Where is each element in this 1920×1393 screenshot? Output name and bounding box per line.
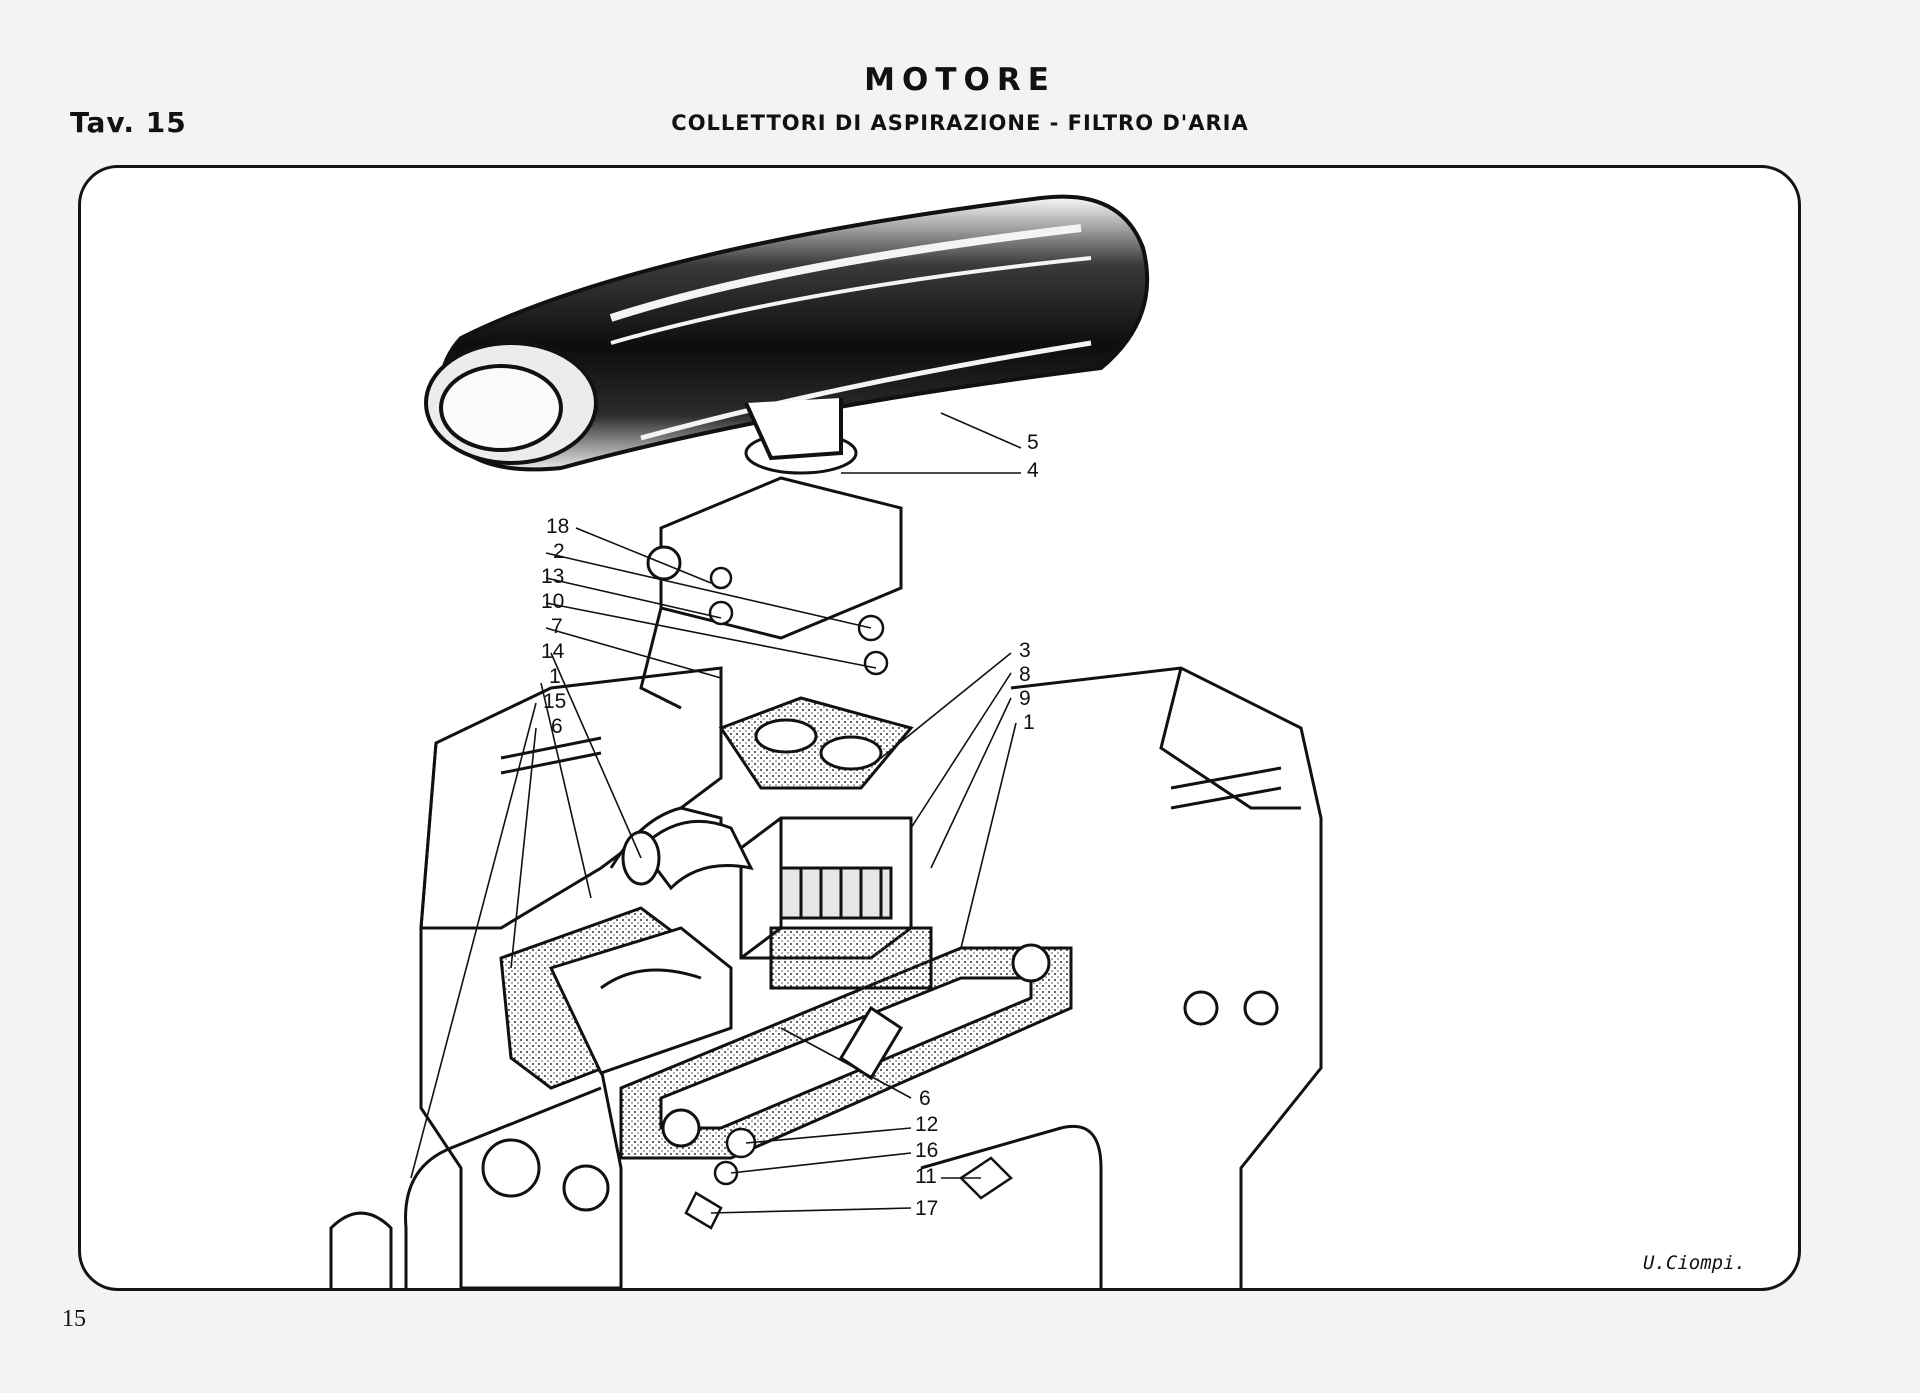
right-intake-manifold xyxy=(619,943,1073,1160)
callout-11: 11 xyxy=(915,1165,937,1188)
artist-signature: U.Ciompi. xyxy=(1643,1252,1746,1274)
callout-10: 10 xyxy=(541,590,565,613)
callout-6-lower: 6 xyxy=(919,1087,931,1110)
plate-number: Tav. 15 xyxy=(70,106,187,139)
callout-leaders xyxy=(410,412,1022,1214)
callout-7: 7 xyxy=(551,615,563,638)
callout-15: 15 xyxy=(543,690,567,713)
small-hardware xyxy=(684,566,1013,1230)
callout-14: 14 xyxy=(541,640,565,663)
carburettor-body xyxy=(739,816,933,990)
callout-8: 8 xyxy=(1019,663,1031,686)
callout-1: 1 xyxy=(549,665,561,688)
callout-1-right: 1 xyxy=(1023,711,1035,734)
engine-block xyxy=(329,666,1323,1288)
callout-6: 6 xyxy=(551,715,563,738)
callout-2: 2 xyxy=(553,540,565,563)
callout-17: 17 xyxy=(915,1197,939,1220)
air-filter xyxy=(424,194,1150,472)
callout-9: 9 xyxy=(1019,687,1031,710)
callout-13: 13 xyxy=(541,565,565,588)
illustration-frame: 5 4 18 2 13 10 7 14 1 15 6 3 8 9 1 6 12 … xyxy=(78,165,1801,1291)
exploded-engine-drawing xyxy=(329,194,1323,1288)
callout-4: 4 xyxy=(1027,459,1039,482)
callout-18: 18 xyxy=(546,515,570,538)
flange-plate xyxy=(718,696,914,790)
callout-5: 5 xyxy=(1027,431,1039,454)
diagram-subtitle: COLLETTORI DI ASPIRAZIONE - FILTRO D'ARI… xyxy=(671,111,1249,135)
page-number: 15 xyxy=(62,1306,86,1332)
diagram-title: MOTORE xyxy=(864,62,1056,98)
callout-16: 16 xyxy=(915,1139,939,1162)
callout-3: 3 xyxy=(1019,639,1031,662)
support-rod xyxy=(404,1086,1103,1288)
left-intake-manifold xyxy=(499,806,733,1090)
callout-12: 12 xyxy=(915,1113,939,1136)
intake-elbow xyxy=(621,819,754,891)
